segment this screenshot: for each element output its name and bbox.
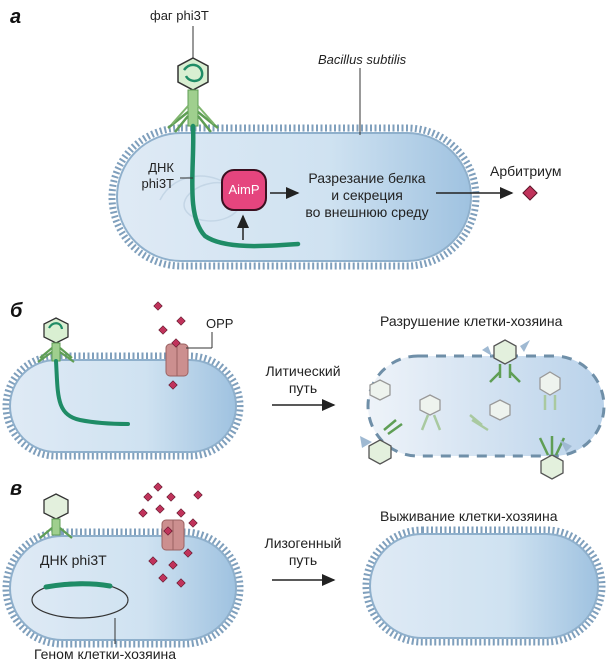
arbitrium-dots-c [138, 482, 203, 588]
dna-label-a: ДНК phi3T [126, 160, 174, 192]
genome-label: Геном клетки-хозяина [34, 646, 177, 662]
phage-label: фаг phi3T [150, 8, 209, 23]
opp-label: OPP [206, 316, 234, 331]
lysogenic-line1: Лизогенный [264, 535, 342, 551]
phage-dna-a [189, 123, 301, 249]
aimp-label: AimP [228, 182, 260, 197]
lysis-result-label: Разрушение клетки-хозяина [380, 313, 563, 329]
process-line2: и секреция [331, 187, 403, 203]
dna-label-line1: ДНК [148, 160, 174, 175]
arbitrium-peptide [522, 185, 538, 201]
lytic-label: Литический путь [252, 363, 354, 397]
panel-letter-a: а [10, 6, 22, 28]
panel-c-cell-right [362, 526, 606, 646]
panel-a-phage [167, 57, 219, 133]
panel-b-phage [37, 317, 75, 363]
panel-c-cell-left [2, 528, 244, 648]
bacterium-label: Bacillus subtilis [318, 52, 407, 67]
opp-transporter-c [161, 519, 185, 551]
process-line1: Разрезание белка [308, 170, 426, 186]
panel-c-phage [39, 493, 73, 539]
process-line3: во внешнюю среду [305, 204, 429, 220]
dna-label-line2: phi3T [141, 176, 174, 191]
panel-b-lysed-cell [360, 339, 606, 480]
dna-label-c: ДНК phi3T [40, 552, 107, 568]
panel-letter-c: в [10, 478, 23, 500]
lytic-line2: путь [288, 380, 318, 396]
arbitrium-dots-b [153, 301, 186, 390]
process-label: Разрезание белка и секреция во внешнюю с… [296, 170, 438, 221]
opp-transporter [165, 343, 189, 377]
survival-result-label: Выживание клетки-хозяина [380, 508, 558, 524]
aimp-protein [221, 169, 267, 211]
panel-b-cell-left [2, 352, 244, 460]
integrated-dna [43, 581, 113, 590]
panel-letter-b: б [10, 300, 23, 322]
lysogenic-label: Лизогенный путь [252, 535, 354, 569]
arbitrium-label: Арбитриум [490, 163, 562, 179]
lytic-line1: Литический [265, 363, 341, 379]
phage-dna-b [54, 359, 130, 426]
lysogenic-line2: путь [288, 552, 318, 568]
